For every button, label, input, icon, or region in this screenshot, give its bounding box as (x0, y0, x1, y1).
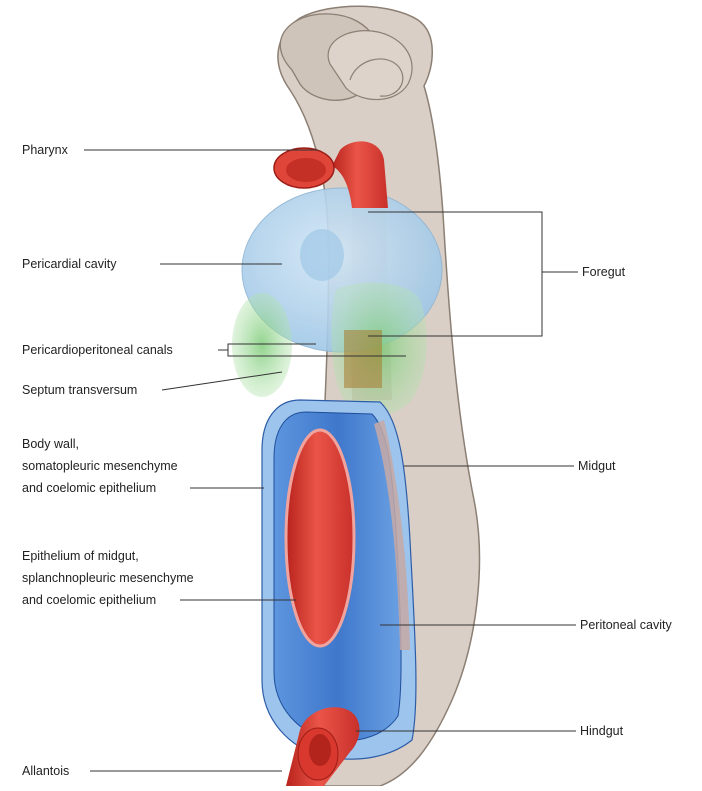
label-body-wall-line1: Body wall, (22, 437, 79, 451)
pericardial-inner (300, 229, 344, 281)
label-pericardioperitoneal-canals: Pericardioperitoneal canals (22, 343, 173, 357)
label-epithelium-line2: splanchnopleuric mesenchyme (22, 571, 194, 585)
label-foregut: Foregut (582, 265, 626, 279)
label-midgut: Midgut (578, 459, 616, 473)
label-body-wall-line2: somatopleuric mesenchyme (22, 459, 178, 473)
midgut-epithelium-shape (286, 430, 354, 646)
label-peritoneal-cavity: Peritoneal cavity (580, 618, 672, 632)
allantois-lumen (309, 734, 331, 766)
label-septum-transversum: Septum transversum (22, 383, 137, 397)
label-epithelium-line3: and coelomic epithelium (22, 593, 156, 607)
label-body-wall-line3: and coelomic epithelium (22, 481, 156, 495)
pharynx-lumen (286, 158, 326, 182)
canal-overlap (344, 330, 382, 388)
septum-transversum-shape (232, 293, 292, 397)
label-pharynx: Pharynx (22, 143, 69, 157)
label-hindgut: Hindgut (580, 724, 624, 738)
label-epithelium-line1: Epithelium of midgut, (22, 549, 139, 563)
label-allantois: Allantois (22, 764, 69, 778)
label-pericardial-cavity: Pericardial cavity (22, 257, 117, 271)
